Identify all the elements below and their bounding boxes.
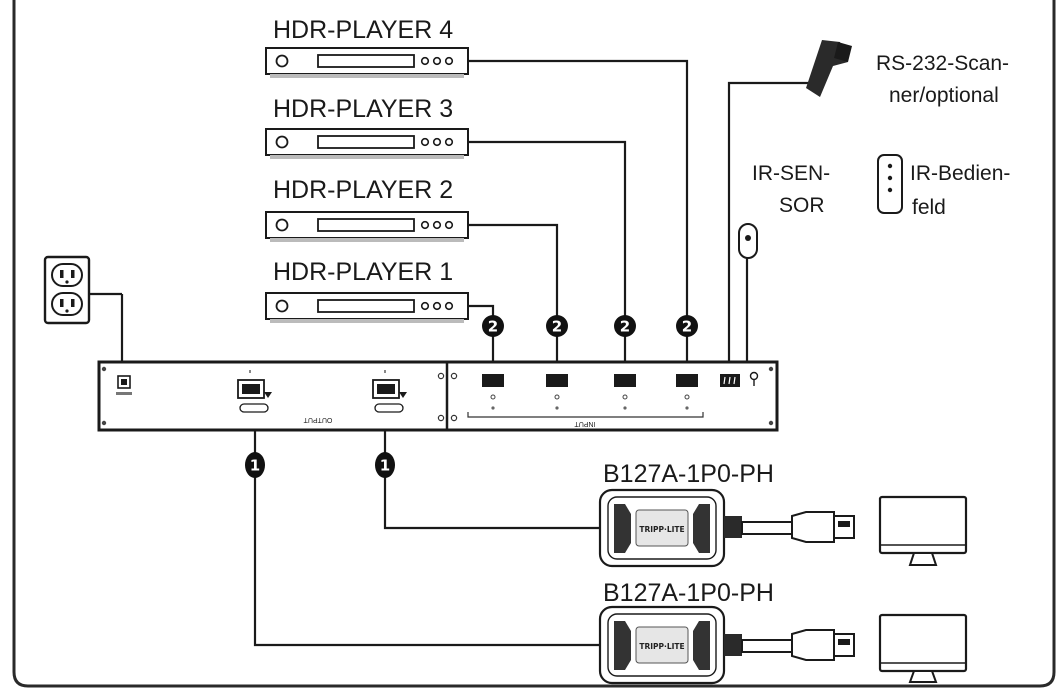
hdmi-switch: OUTPUT INPUT	[97, 360, 779, 432]
monitor-icon	[878, 495, 968, 566]
output-cable-badge-1-text: 1	[250, 457, 260, 475]
rs232-cable	[727, 81, 812, 372]
extender-2: TRIPP·LITE	[598, 605, 726, 685]
switch-output-port-2	[372, 370, 407, 413]
extender-1-label: B127A-1P0-PH	[603, 460, 774, 488]
ir-panel-label-line2: feld	[912, 196, 946, 219]
scanner-label-line1: RS-232-Scan-	[876, 52, 1009, 75]
usb-connector-2	[724, 629, 855, 661]
input-cable-badge-1-text: 2	[488, 318, 498, 336]
hdr-player-2-label: HDR-PLAYER 2	[273, 176, 453, 204]
ir-sensor-label-line1: IR-SEN-	[752, 162, 830, 185]
extender-1-logo: TRIPP·LITE	[639, 525, 684, 534]
usb-connector-1	[724, 511, 855, 543]
output-cable-badge-1: 1	[245, 452, 265, 478]
diagram-frame	[12, 0, 1056, 688]
input-cable-badge-2-text: 2	[552, 318, 562, 336]
monitor-icon	[878, 613, 968, 683]
extender-2-logo: TRIPP·LITE	[639, 642, 684, 651]
switch-ir-port	[749, 371, 759, 386]
ir-panel-icon	[877, 154, 903, 214]
hdr-player-3: HDR-PLAYER 3	[265, 95, 469, 159]
input-cable-badge-4-text: 2	[682, 318, 692, 336]
scanner-label-line2: ner/optional	[889, 84, 999, 107]
hdr-player-2-device	[265, 211, 469, 242]
hdmi-output-cables	[253, 430, 600, 647]
hdr-player-4-device	[265, 47, 469, 78]
input-cable-badge-3: 2	[614, 315, 636, 337]
switch-rs232-port	[720, 374, 740, 387]
input-cable-badge-2: 2	[546, 315, 568, 337]
ir-sensor-label-line2: SOR	[779, 194, 825, 217]
hdr-player-4: HDR-PLAYER 4	[265, 16, 469, 78]
output-cable-badge-2-text: 1	[380, 457, 390, 475]
switch-input-ports	[467, 374, 704, 418]
hdr-player-4-label: HDR-PLAYER 4	[273, 16, 453, 44]
hdr-player-3-label: HDR-PLAYER 3	[273, 95, 453, 123]
switch-output-port-1	[237, 370, 272, 413]
input-cable-badge-3-text: 2	[620, 318, 630, 336]
barcode-scanner-icon	[806, 40, 852, 97]
input-cable-badge-4: 2	[676, 315, 698, 337]
ir-sensor-icon	[738, 223, 758, 259]
hdr-player-1-device	[265, 292, 469, 323]
power-outlet-icon	[43, 255, 122, 325]
switch-input-label: INPUT	[574, 420, 596, 427]
ir-panel-label-line1: IR-Bedien-	[910, 162, 1010, 185]
switch-power-jack	[116, 375, 132, 395]
hdr-player-1-label: HDR-PLAYER 1	[273, 258, 453, 286]
input-cable-badge-1: 2	[482, 315, 504, 337]
hdr-player-2: HDR-PLAYER 2	[265, 176, 469, 242]
output-cable-badge-2: 1	[375, 452, 395, 478]
extender-1: TRIPP·LITE	[598, 488, 726, 568]
hdr-player-1: HDR-PLAYER 1	[265, 258, 469, 323]
hdr-player-3-device	[265, 128, 469, 159]
extender-2-label: B127A-1P0-PH	[603, 579, 774, 607]
switch-output-label: OUTPUT	[303, 416, 333, 423]
